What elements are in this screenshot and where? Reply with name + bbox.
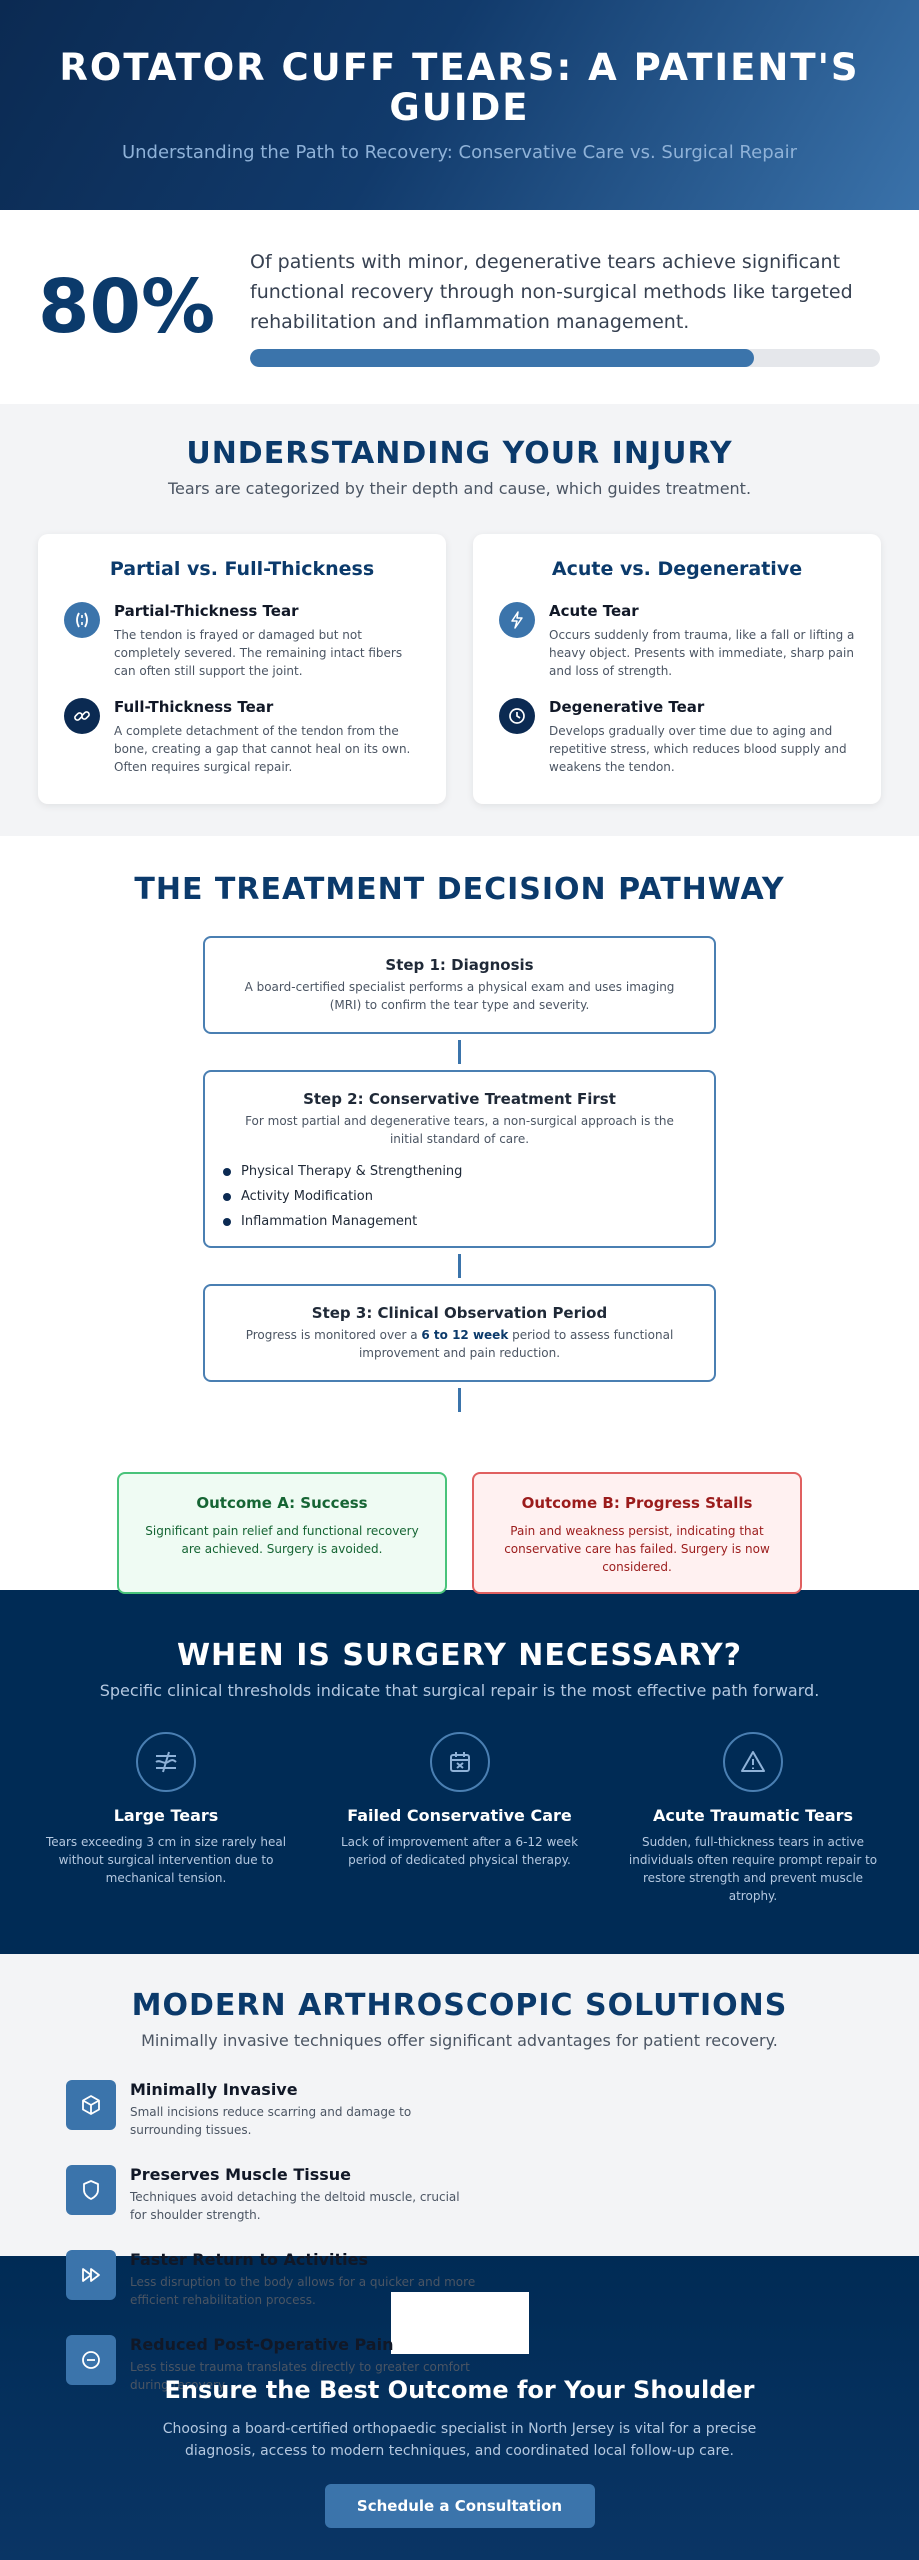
understanding-title: UNDERSTANDING YOUR INJURY [186, 436, 733, 471]
injury-item-text: Develops gradually over time due to agin… [549, 724, 847, 774]
step-diagnosis: Step 1: Diagnosis A board-certified spec… [203, 936, 716, 1034]
step-text: For most partial and degenerative tears,… [245, 1114, 674, 1146]
shield-icon [66, 2165, 116, 2215]
feature-preserves-muscle: Preserves Muscle Tissue Techniques avoid… [66, 2165, 476, 2224]
injury-item-title: Degenerative Tear [549, 698, 705, 716]
criterion-text: Sudden, full-thickness tears in active i… [628, 1835, 878, 1903]
stat-progress-fill [250, 349, 754, 367]
pathway-title: THE TREATMENT DECISION PATHWAY [134, 872, 785, 907]
large-tear-icon [136, 1732, 196, 1792]
cta-section: Ensure the Best Outcome for Your Shoulde… [0, 2256, 919, 2560]
pathway-connector [458, 1388, 461, 1412]
bullet-icon [223, 1167, 231, 1176]
feature-text: Techniques avoid detaching the deltoid m… [130, 2190, 460, 2222]
surgery-section: WHEN IS SURGERY NECESSARY? Specific clin… [0, 1590, 919, 1954]
minus-circle-icon [66, 2335, 116, 2385]
cube-icon [66, 2080, 116, 2130]
outcome-text: Significant pain relief and functional r… [145, 1524, 419, 1556]
lightning-icon [499, 602, 535, 638]
injury-item: Degenerative Tear Develops gradually ove… [499, 698, 855, 776]
feature-title: Faster Return to Activities [130, 2250, 368, 2269]
stat-section: 80% Of patients with minor, degenerative… [0, 210, 919, 404]
fast-forward-icon [66, 2250, 116, 2300]
cta-title: Ensure the Best Outcome for Your Shoulde… [164, 2376, 755, 2404]
bullet-icon [223, 1217, 231, 1226]
warning-icon [723, 1732, 783, 1792]
criterion-title: Large Tears [113, 1806, 219, 1825]
injury-item-title: Acute Tear [549, 602, 639, 620]
step-title: Step 3: Clinical Observation Period [311, 1304, 608, 1322]
outcome-text: Pain and weakness persist, indicating th… [504, 1524, 770, 1574]
modern-section: MODERN ARTHROSCOPIC SOLUTIONS Minimally … [0, 1954, 919, 2392]
step-observation: Step 3: Clinical Observation Period Prog… [203, 1284, 716, 1382]
surgery-title: WHEN IS SURGERY NECESSARY? [176, 1638, 743, 1673]
page-title: ROTATOR CUFF TEARS: A PATIENT'S GUIDE [59, 45, 860, 129]
outcome-success: Outcome A: Success Significant pain reli… [117, 1472, 447, 1594]
pathway-connector [458, 1040, 461, 1064]
modern-subtitle: Minimally invasive techniques offer sign… [141, 2031, 778, 2050]
cta-text: Choosing a board-certified orthopaedic s… [162, 2421, 757, 2459]
feature-faster-return: Faster Return to Activities Less disrupt… [66, 2250, 476, 2309]
bullet-icon [223, 1192, 231, 1201]
list-item: Physical Therapy & Strengthening [223, 1164, 688, 1179]
feature-title: Reduced Post-Operative Pain [130, 2335, 394, 2354]
criterion-text: Lack of improvement after a 6-12 week pe… [340, 1835, 579, 1867]
feature-text: Less tissue trauma translates directly t… [130, 2360, 470, 2392]
pathway-connector [458, 1254, 461, 1278]
logo-placeholder [390, 2292, 529, 2354]
link-icon [64, 698, 100, 734]
list-item: Activity Modification [223, 1189, 688, 1204]
stat-text: Of patients with minor, degenerative tea… [250, 251, 853, 333]
injury-item-text: The tendon is frayed or damaged but not … [114, 628, 403, 678]
clock-icon [499, 698, 535, 734]
schedule-consultation-button[interactable]: Schedule a Consultation [324, 2484, 595, 2528]
hero-banner: ROTATOR CUFF TEARS: A PATIENT'S GUIDE Un… [0, 0, 919, 210]
pathway-section: THE TREATMENT DECISION PATHWAY Step 1: D… [0, 836, 919, 1594]
step-text: Progress is monitored over a 6 to 12 wee… [245, 1328, 674, 1360]
partial-tear-icon [64, 602, 100, 638]
outcome-title: Outcome A: Success [196, 1494, 368, 1512]
criterion-title: Failed Conservative Care [347, 1806, 572, 1825]
injury-item-text: A complete detachment of the tendon from… [114, 724, 411, 774]
criterion-text: Tears exceeding 3 cm in size rarely heal… [45, 1835, 287, 1885]
criterion-failed-care: Failed Conservative Care Lack of improve… [330, 1732, 590, 1905]
understanding-section: UNDERSTANDING YOUR INJURY Tears are cate… [0, 404, 919, 836]
step-conservative-treatment: Step 2: Conservative Treatment First For… [203, 1070, 716, 1248]
stat-progress-bar [250, 349, 880, 367]
treatment-list: Physical Therapy & Strengthening Activit… [223, 1164, 688, 1229]
feature-text: Less disruption to the body allows for a… [130, 2275, 476, 2307]
step-highlight: 6 to 12 week [421, 1328, 509, 1342]
calendar-x-icon [429, 1732, 490, 1792]
modern-title: MODERN ARTHROSCOPIC SOLUTIONS [131, 1988, 788, 2023]
criterion-title: Acute Traumatic Tears [652, 1806, 854, 1825]
stat-value: 80% [38, 264, 216, 350]
injury-item-title: Partial-Thickness Tear [114, 602, 299, 620]
injury-item: Full-Thickness Tear A complete detachmen… [64, 698, 420, 776]
card-partial-vs-full: Partial vs. Full-Thickness Partial-Thick… [38, 534, 446, 804]
card-acute-vs-degenerative: Acute vs. Degenerative Acute Tear Occurs… [473, 534, 881, 804]
understanding-subtitle: Tears are categorized by their depth and… [167, 479, 752, 498]
step-text: A board-certified specialist performs a … [244, 980, 675, 1012]
outcome-stalls: Outcome B: Progress Stalls Pain and weak… [472, 1472, 802, 1594]
list-item: Inflammation Management [223, 1214, 688, 1229]
card-title: Acute vs. Degenerative [551, 558, 803, 580]
injury-item: Acute Tear Occurs suddenly from trauma, … [499, 602, 855, 680]
page-subtitle: Understanding the Path to Recovery: Cons… [121, 141, 798, 163]
feature-text: Small incisions reduce scarring and dama… [130, 2105, 412, 2137]
card-title: Partial vs. Full-Thickness [109, 558, 375, 580]
surgery-subtitle: Specific clinical thresholds indicate th… [99, 1681, 820, 1700]
outcome-title: Outcome B: Progress Stalls [521, 1494, 753, 1512]
step-title: Step 2: Conservative Treatment First [303, 1090, 616, 1108]
criterion-acute-traumatic: Acute Traumatic Tears Sudden, full-thick… [623, 1732, 883, 1905]
feature-title: Minimally Invasive [130, 2080, 298, 2099]
criterion-large-tears: Large Tears Tears exceeding 3 cm in size… [36, 1732, 296, 1905]
feature-minimally-invasive: Minimally Invasive Small incisions reduc… [66, 2080, 476, 2139]
feature-reduced-pain: Reduced Post-Operative Pain Less tissue … [66, 2335, 476, 2394]
injury-item-title: Full-Thickness Tear [114, 698, 274, 716]
injury-item: Partial-Thickness Tear The tendon is fra… [64, 602, 420, 680]
injury-item-text: Occurs suddenly from trauma, like a fall… [549, 628, 855, 678]
feature-title: Preserves Muscle Tissue [130, 2165, 352, 2184]
step-title: Step 1: Diagnosis [385, 956, 534, 974]
